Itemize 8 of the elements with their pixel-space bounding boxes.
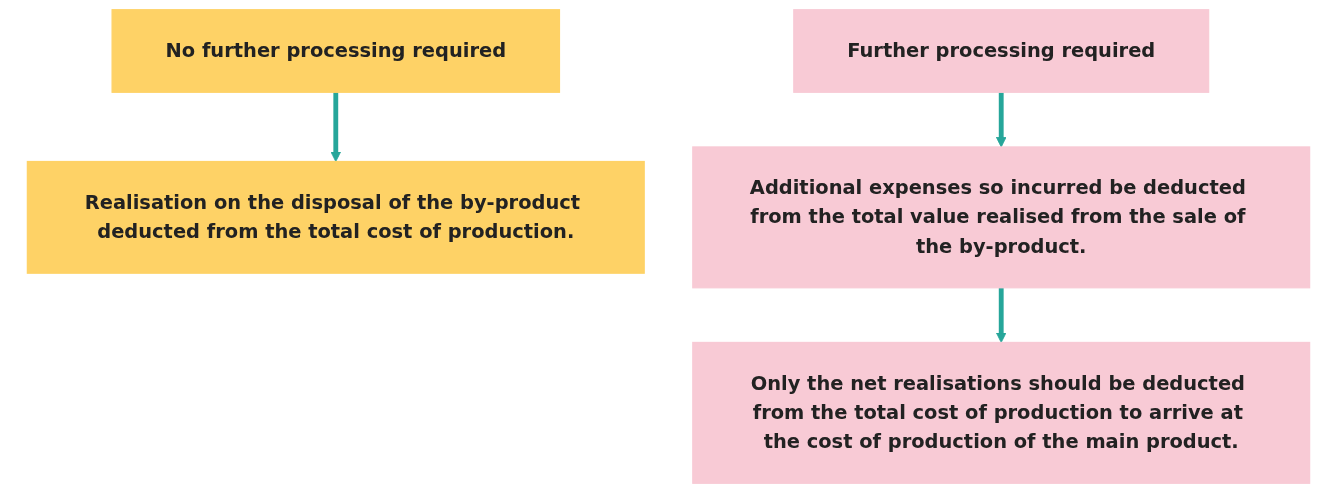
node-box: Realisation on the disposal of the by-product deducted from the total cost of production. (26, 160, 645, 274)
node-box: Additional expenses so incurred be deducted from the total value realised from the sale of the by-product. (692, 146, 1311, 289)
node-box: Further processing required (793, 9, 1210, 93)
arrow (330, 92, 342, 162)
node-box: Only the net realisations should be deducted from the total cost of production to arrive at the cost of production of the main product. (692, 341, 1311, 484)
arrow (995, 92, 1007, 148)
arrow (995, 287, 1007, 343)
node-box: No further processing required (111, 9, 561, 93)
